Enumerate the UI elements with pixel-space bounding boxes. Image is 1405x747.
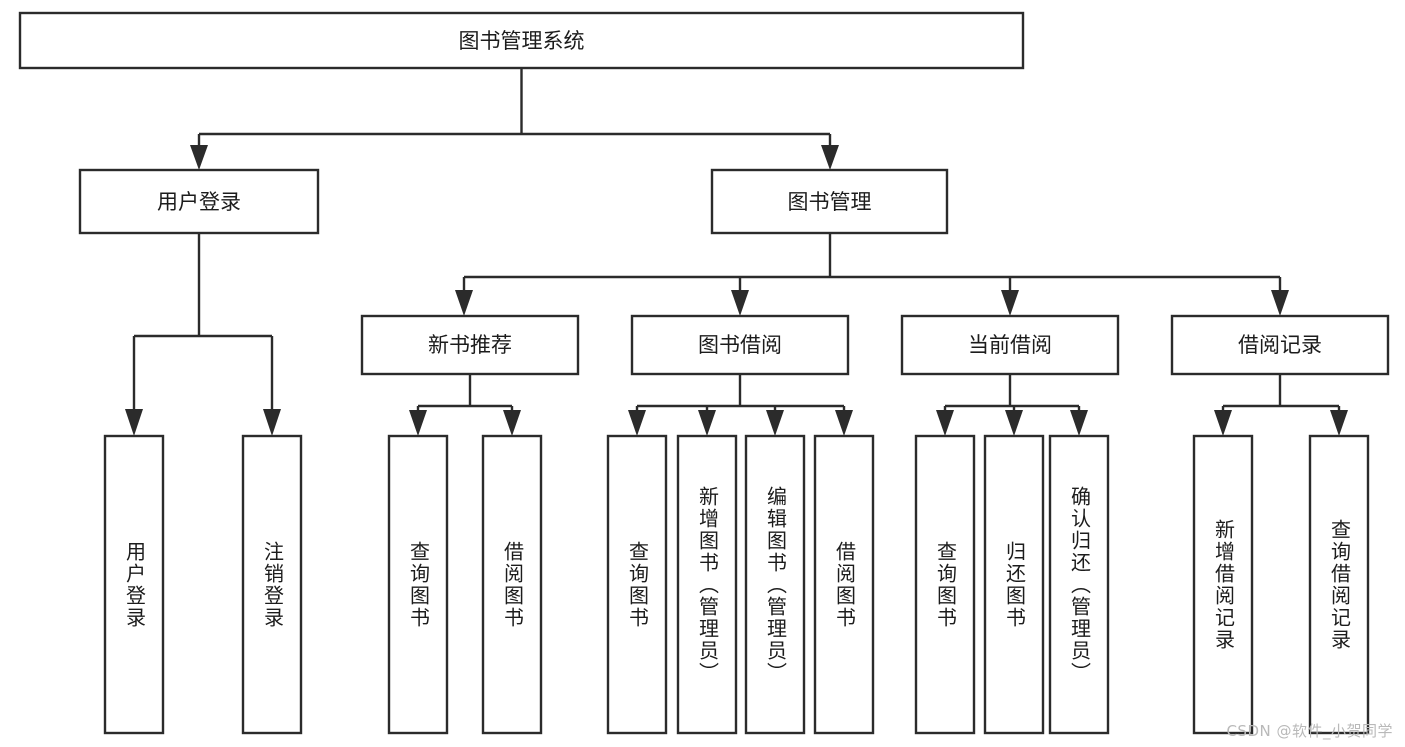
connector-group-borrow-record: [1214, 374, 1348, 436]
node-box-leaf-add-book[interactable]: [676, 434, 738, 735]
node-label-user-login: 用户登录: [157, 190, 241, 214]
arrow-head-leaf-query-book-1: [409, 410, 427, 436]
node-box-root[interactable]: [18, 11, 1025, 70]
node-box-current-borrow[interactable]: [900, 314, 1120, 376]
node-label-root: 图书管理系统: [459, 29, 585, 53]
arrow-head-borrow-record: [1271, 290, 1289, 316]
node-box-book-borrow[interactable]: [630, 314, 850, 376]
connector-group-root: [190, 68, 839, 170]
arrow-head-leaf-borrow-book-2: [835, 410, 853, 436]
node-box-leaf-add-record[interactable]: [1192, 434, 1254, 735]
arrow-head-current-borrow: [1001, 290, 1019, 316]
node-box-book-manage[interactable]: [710, 168, 949, 235]
csdn-watermark: CSDN @软件_小贺同学: [1226, 722, 1393, 740]
node-box-leaf-borrow-book-1[interactable]: [481, 434, 543, 735]
node-box-user-login[interactable]: [78, 168, 320, 235]
arrow-head-leaf-edit-book: [766, 410, 784, 436]
arrow-head-book-borrow: [731, 290, 749, 316]
arrow-head-book-manage: [821, 145, 839, 170]
connector-group-new-book-recommend: [409, 374, 521, 436]
node-label-borrow-record: 借阅记录: [1238, 333, 1322, 357]
node-box-leaf-edit-book[interactable]: [744, 434, 806, 735]
node-label-new-book-recommend: 新书推荐: [428, 333, 512, 357]
node-box-leaf-query-book-1[interactable]: [387, 434, 449, 735]
arrow-head-new-book-recommend: [455, 290, 473, 316]
node-box-leaf-confirm-return[interactable]: [1048, 434, 1110, 735]
node-box-leaf-return-book[interactable]: [983, 434, 1045, 735]
arrow-head-leaf-query-record: [1330, 410, 1348, 436]
node-box-borrow-record[interactable]: [1170, 314, 1390, 376]
node-box-new-book-recommend[interactable]: [360, 314, 580, 376]
arrow-head-leaf-add-book: [698, 410, 716, 436]
arrow-head-user-login: [190, 145, 208, 170]
arrow-head-leaf-borrow-book-1: [503, 410, 521, 436]
node-label-book-manage: 图书管理: [788, 190, 872, 214]
node-box-leaf-query-record[interactable]: [1308, 434, 1370, 735]
arrow-head-leaf-return-book: [1005, 410, 1023, 436]
connector-group-book-manage: [455, 233, 1289, 316]
arrow-head-leaf-confirm-return: [1070, 410, 1088, 436]
arrow-head-leaf-query-book-3: [936, 410, 954, 436]
connector-group-current-borrow: [936, 374, 1088, 436]
node-box-leaf-query-book-3[interactable]: [914, 434, 976, 735]
node-label-book-borrow: 图书借阅: [698, 333, 782, 357]
arrow-head-leaf-query-book-2: [628, 410, 646, 436]
arrow-head-leaf-logout-login: [263, 409, 281, 436]
node-label-current-borrow: 当前借阅: [968, 333, 1052, 357]
node-box-leaf-logout-login[interactable]: [241, 434, 303, 735]
connector-group-book-borrow: [628, 374, 853, 436]
node-box-leaf-query-book-2[interactable]: [606, 434, 668, 735]
arrow-head-leaf-add-record: [1214, 410, 1232, 436]
arrow-head-leaf-user-login: [125, 409, 143, 436]
connector-group-user-login: [125, 233, 281, 436]
node-box-leaf-user-login[interactable]: [103, 434, 165, 735]
node-box-leaf-borrow-book-2[interactable]: [813, 434, 875, 735]
